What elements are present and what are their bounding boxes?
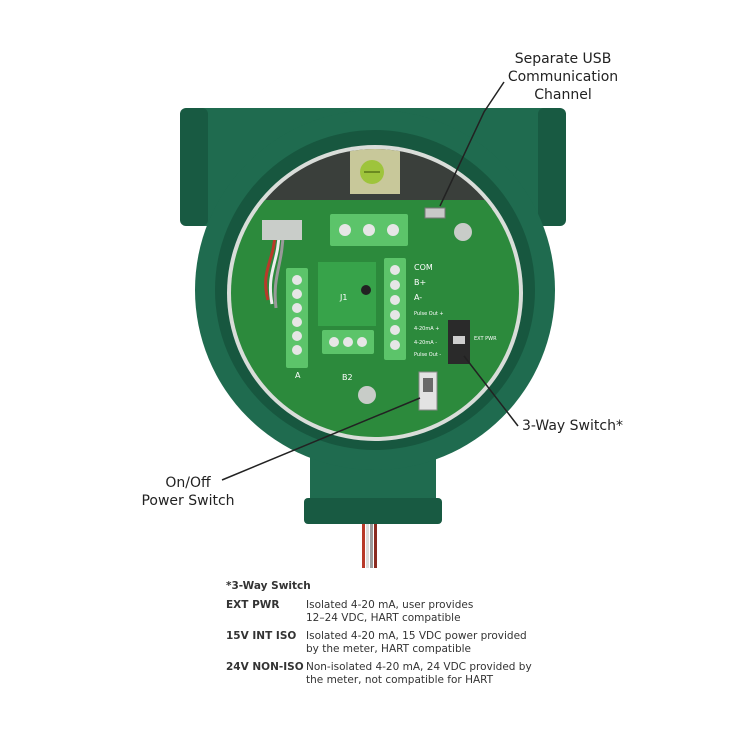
- three-way-leader-line: [463, 355, 519, 427]
- legend-desc-line: Isolated 4-20 mA, 15 VDC power provided: [306, 630, 527, 642]
- power-callout-line-2: Power Switch: [141, 493, 235, 509]
- cable-grey: [370, 524, 373, 568]
- label-pulse-out-minus: Pulse Out -: [414, 352, 441, 358]
- legend-desc: Non-isolated 4-20 mA, 24 VDC provided by…: [306, 661, 556, 687]
- legend-desc-line: the meter, not compatible for HART: [306, 674, 494, 686]
- legend-key: 24V NON-ISO: [226, 661, 304, 673]
- legend-desc: Isolated 4-20 mA, 15 VDC power provided …: [306, 630, 556, 656]
- legend-key: 15V INT ISO: [226, 630, 297, 642]
- power-leader-line: [221, 397, 421, 481]
- legend-title: *3-Way Switch: [226, 580, 311, 592]
- label-ext-pwr: EXT PWR: [474, 336, 497, 342]
- label-j1: J1: [339, 293, 347, 302]
- legend-row: 24V NON-ISO Non-isolated 4-20 mA, 24 VDC…: [226, 661, 556, 687]
- legend-row: EXT PWR Isolated 4-20 mA, user provides …: [226, 599, 556, 625]
- label-a-minus: A-: [414, 293, 422, 302]
- label-ma-plus: 4-20mA +: [414, 326, 439, 332]
- label-b-plus: B+: [414, 278, 426, 287]
- usb-callout-line-3: Channel: [534, 87, 592, 103]
- right-terminal-block: [384, 258, 406, 360]
- label-pulse-out-plus: Pulse Out +: [414, 311, 444, 317]
- legend-row: 15V INT ISO Isolated 4-20 mA, 15 VDC pow…: [226, 630, 556, 656]
- power-callout: On/Off Power Switch: [128, 474, 248, 510]
- housing-top-pipe-right-cap: [538, 108, 566, 226]
- label-b2: B2: [342, 373, 353, 382]
- three-way-callout: 3-Way Switch*: [522, 417, 623, 435]
- three-way-callout-text: 3-Way Switch*: [522, 418, 623, 434]
- legend-desc-line: Non-isolated 4-20 mA, 24 VDC provided by: [306, 661, 532, 673]
- usb-port: [424, 207, 446, 219]
- housing-top-pipe-left-cap: [180, 108, 208, 226]
- power-callout-line-1: On/Off: [165, 475, 211, 491]
- legend-desc-line: 12–24 VDC, HART compatible: [306, 612, 461, 624]
- usb-callout-line-1: Separate USB: [514, 51, 612, 67]
- housing-bottom-flange: [304, 498, 442, 524]
- legend-key: EXT PWR: [226, 599, 280, 611]
- legend-desc-line: by the meter, HART compatible: [306, 643, 472, 655]
- wire-clamp: [262, 220, 302, 240]
- switch-legend: *3-Way Switch EXT PWR Isolated 4-20 mA, …: [226, 580, 556, 692]
- standoff-right: [454, 223, 472, 241]
- cable-white: [366, 524, 369, 568]
- label-a: A: [295, 371, 301, 380]
- cable-darkred: [374, 524, 377, 568]
- cable-red: [362, 524, 365, 568]
- usb-callout-line-2: Communication: [507, 69, 619, 85]
- usb-leader-line: [439, 81, 505, 207]
- standoff-bottom: [358, 386, 376, 404]
- legend-desc-line: Isolated 4-20 mA, user provides: [306, 599, 474, 611]
- usb-callout: Separate USB Communication Channel: [488, 50, 638, 104]
- label-com: COM: [414, 263, 433, 272]
- legend-desc: Isolated 4-20 mA, user provides 12–24 VD…: [306, 599, 556, 625]
- label-ma-minus: 4-20mA -: [414, 340, 437, 346]
